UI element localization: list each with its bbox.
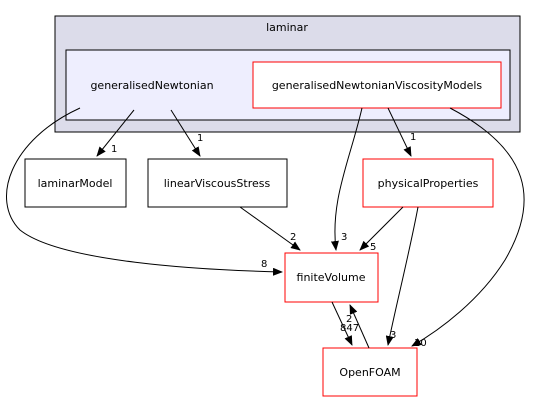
node-generalisedNewtonianViscosityModels-box bbox=[252, 61, 502, 109]
node-laminarModel-label: laminarModel bbox=[38, 177, 113, 190]
cluster-laminar-label: laminar bbox=[266, 21, 308, 34]
edge-viscosityModels-OpenFOAM bbox=[411, 107, 525, 347]
edge-label-fv-OpenFOAM: 847 bbox=[340, 323, 359, 334]
node-OpenFOAM-box bbox=[322, 347, 418, 397]
node-physicalProperties[interactable]: physicalProperties bbox=[362, 158, 494, 208]
edge-generalisedNewtonian-finiteVolume bbox=[6, 107, 283, 276]
edge-linearViscousStress-finiteVolume bbox=[239, 206, 301, 251]
node-OpenFOAM[interactable]: OpenFOAM bbox=[322, 347, 418, 397]
edge-generalisedNewtonian-linearViscousStress bbox=[170, 109, 201, 157]
node-laminarModel[interactable]: laminarModel bbox=[24, 158, 127, 208]
node-finiteVolume-box bbox=[284, 252, 379, 303]
edge-label-pp-OpenFOAM: 3 bbox=[390, 330, 396, 341]
edge-viscosityModels-physicalProperties bbox=[387, 107, 412, 157]
edge-physicalProperties-finiteVolume bbox=[359, 206, 404, 251]
node-generalisedNewtonian-label: generalisedNewtonian bbox=[90, 79, 213, 92]
edge-label-vm-physicalProperties: 1 bbox=[410, 132, 416, 143]
node-physicalProperties-box bbox=[362, 158, 494, 208]
node-finiteVolume[interactable]: finiteVolume bbox=[284, 252, 379, 303]
edge-label-lvs-finiteVolume: 2 bbox=[290, 232, 296, 243]
edge-generalisedNewtonian-laminarModel bbox=[96, 109, 135, 157]
edge-OpenFOAM-finiteVolume bbox=[349, 304, 370, 349]
edge-label-gn-finiteVolume: 8 bbox=[261, 259, 267, 270]
edge-physicalProperties-OpenFOAM bbox=[385, 206, 419, 346]
node-linearViscousStress[interactable]: linearViscousStress bbox=[147, 158, 288, 208]
node-linearViscousStress-label: linearViscousStress bbox=[164, 177, 271, 190]
edge-label-linearViscousStress: 1 bbox=[197, 133, 203, 144]
edge-label-laminarModel: 1 bbox=[111, 144, 117, 155]
edge-labels: 1 1 8 1 3 10 2 5 3 847 2 bbox=[111, 132, 427, 349]
node-OpenFOAM-label: OpenFOAM bbox=[339, 366, 400, 379]
edge-label-OpenFOAM-fv: 2 bbox=[346, 314, 352, 325]
node-laminarModel-box bbox=[24, 158, 127, 208]
edge-viscosityModels-finiteVolume bbox=[330, 107, 363, 251]
node-linearViscousStress-box bbox=[147, 158, 288, 208]
edge-label-vm-finiteVolume: 3 bbox=[341, 232, 347, 243]
node-generalisedNewtonianViscosityModels[interactable]: generalisedNewtonianViscosityModels bbox=[252, 61, 502, 109]
node-generalisedNewtonianViscosityModels-label: generalisedNewtonianViscosityModels bbox=[272, 79, 483, 92]
edge-label-pp-finiteVolume: 5 bbox=[370, 242, 376, 253]
edge-label-vm-OpenFOAM: 10 bbox=[414, 338, 427, 349]
edges bbox=[6, 107, 525, 349]
node-finiteVolume-label: finiteVolume bbox=[297, 271, 366, 284]
edge-finiteVolume-OpenFOAM bbox=[331, 301, 353, 346]
node-physicalProperties-label: physicalProperties bbox=[378, 177, 479, 190]
